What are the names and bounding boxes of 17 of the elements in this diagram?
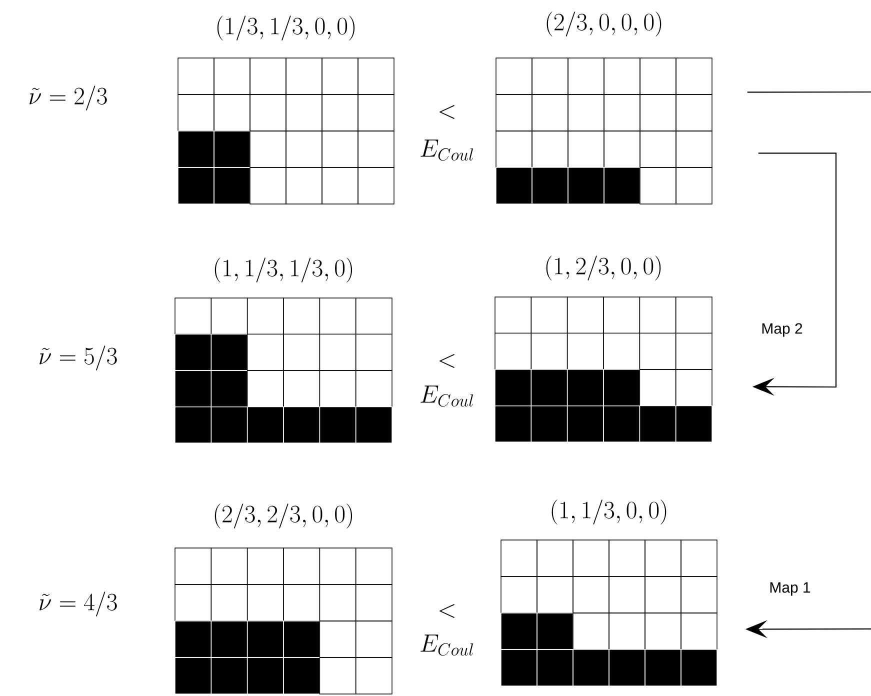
less-than-sign: $<$ — [440, 604, 454, 618]
tuple-label: $(2/3, 0, 0, 0)$ — [546, 12, 662, 36]
tuple-label: $(1, 2/3, 0, 0)$ — [546, 256, 661, 280]
edge-label: Map 2 — [762, 323, 802, 337]
less-than-sign: $<$ — [440, 105, 454, 119]
tuple-label: $(1, 1/3, 1/3, 0)$ — [214, 258, 352, 282]
tuple-label: $(2/3, 2/3, 0, 0)$ — [214, 504, 352, 528]
filling-label: $\tilde{\nu} = 2/3$ — [30, 86, 107, 110]
tuple-label: $(1/3, 1/3, 0, 0)$ — [217, 16, 355, 40]
energy-label: $E_{Coul}$ — [420, 140, 473, 161]
filling-label: $\tilde{\nu} = 4/3$ — [40, 592, 117, 616]
edge-label: Map 1 — [770, 582, 810, 596]
energy-label: $E_{Coul}$ — [420, 386, 473, 407]
less-than-sign: $<$ — [440, 354, 454, 368]
filling-label: $\tilde{\nu} = 5/3$ — [40, 346, 117, 370]
energy-label: $E_{Coul}$ — [420, 634, 473, 656]
tuple-label: $(1, 1/3, 0, 0)$ — [552, 500, 666, 524]
